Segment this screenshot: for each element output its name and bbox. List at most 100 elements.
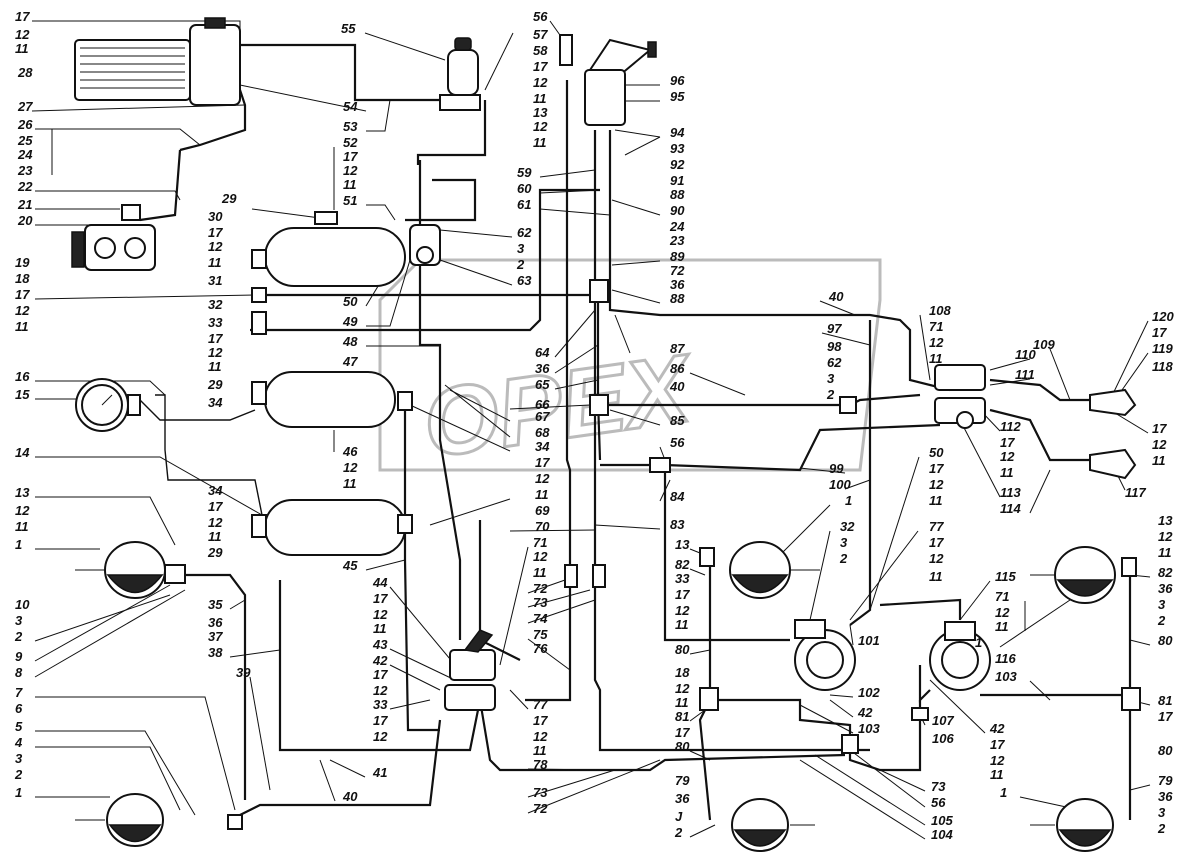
part-label: 87 <box>670 341 685 356</box>
part-label: 2 <box>839 551 848 566</box>
part-label: 13 <box>15 485 30 500</box>
part-label: 63 <box>517 273 532 288</box>
part-label: 109 <box>1033 337 1055 352</box>
part-label: 17 <box>533 713 548 728</box>
part-label: 13 <box>1158 513 1173 528</box>
part-label: 69 <box>535 503 550 518</box>
part-label: 11 <box>929 569 943 584</box>
part-label: 12 <box>208 345 223 360</box>
part-label: 19 <box>15 255 30 270</box>
part-label: 23 <box>669 233 685 248</box>
part-label: 61 <box>517 197 531 212</box>
part-label: 62 <box>827 355 842 370</box>
part-label: 80 <box>1158 633 1173 648</box>
part-label: 12 <box>533 119 548 134</box>
part-label: 12 <box>15 503 30 518</box>
part-label: 32 <box>208 297 223 312</box>
part-label: 55 <box>341 21 356 36</box>
part-label: 81 <box>675 709 689 724</box>
part-label: 2 <box>1157 613 1166 628</box>
part-label: 94 <box>670 125 685 140</box>
part-label: 98 <box>827 339 842 354</box>
moisture-separator-icon <box>439 37 481 111</box>
part-label: 11 <box>675 617 689 632</box>
part-label: 11 <box>15 519 29 534</box>
part-label: 11 <box>1152 453 1166 468</box>
part-label: 3 <box>15 613 23 628</box>
part-label: 3 <box>15 751 23 766</box>
part-label: 11 <box>533 743 547 758</box>
part-label: 17 <box>1152 325 1167 340</box>
part-label: 17 <box>1158 709 1173 724</box>
part-label: 85 <box>670 413 685 428</box>
part-label: 33 <box>208 315 223 330</box>
part-label: 111 <box>1015 367 1035 382</box>
part-label: 25 <box>17 133 33 148</box>
air-receiver-icon <box>264 227 406 556</box>
part-label: 11 <box>929 493 943 508</box>
part-label: 11 <box>675 695 689 710</box>
part-label: 48 <box>342 334 358 349</box>
part-label: 110 <box>1015 347 1036 362</box>
part-label: 12 <box>1152 437 1167 452</box>
part-label: 12 <box>533 729 548 744</box>
part-label: 75 <box>533 627 548 642</box>
part-label: 18 <box>15 271 30 286</box>
part-label: 37 <box>208 629 223 644</box>
part-label: 80 <box>675 739 690 754</box>
part-label: 29 <box>207 545 223 560</box>
part-label: 115 <box>995 569 1016 584</box>
part-label: 74 <box>533 611 548 626</box>
part-label: 96 <box>670 73 685 88</box>
part-label: 17 <box>343 149 358 164</box>
part-label: 66 <box>535 397 550 412</box>
part-label: 17 <box>1152 421 1167 436</box>
part-label: 112 <box>1000 419 1021 434</box>
part-label: 12 <box>208 515 223 530</box>
part-label: 34 <box>535 439 550 454</box>
part-label: 73 <box>931 779 946 794</box>
part-label: 82 <box>1158 565 1173 580</box>
part-label: 43 <box>372 637 388 652</box>
part-label: 100 <box>829 477 851 492</box>
part-label: 71 <box>929 319 943 334</box>
part-label: 4 <box>14 735 23 750</box>
part-label: 14 <box>15 445 30 460</box>
part-label: 11 <box>929 351 943 366</box>
part-label: 52 <box>343 135 358 150</box>
part-label: 11 <box>990 767 1004 782</box>
part-label: 17 <box>373 713 388 728</box>
part-label: 40 <box>342 789 358 804</box>
part-label: 97 <box>827 321 842 336</box>
part-label: 12 <box>15 27 30 42</box>
part-label: 120 <box>1152 309 1174 324</box>
part-label: 17 <box>373 591 388 606</box>
part-label: 12 <box>535 471 550 486</box>
part-label: 24 <box>17 147 33 162</box>
part-label: 12 <box>343 163 358 178</box>
part-label: 29 <box>207 377 223 392</box>
part-label: 2 <box>516 257 525 272</box>
part-label: 27 <box>17 99 33 114</box>
part-label: 7 <box>15 685 23 700</box>
part-label: 10 <box>15 597 30 612</box>
part-label: 77 <box>533 697 548 712</box>
trailer-valve-icon <box>934 364 986 429</box>
part-label: 17 <box>208 499 223 514</box>
part-label: 17 <box>15 9 30 24</box>
part-label: 73 <box>533 595 548 610</box>
part-label: 17 <box>675 587 690 602</box>
part-label: 9 <box>15 649 23 664</box>
part-label: 83 <box>670 517 685 532</box>
part-label: 11 <box>533 135 547 150</box>
part-label: 17 <box>535 455 550 470</box>
part-label: 13 <box>675 537 690 552</box>
part-label: 36 <box>670 277 685 292</box>
part-label: 58 <box>533 43 548 58</box>
part-label: 17 <box>533 59 548 74</box>
part-label: 12 <box>675 681 690 696</box>
part-label: 11 <box>1158 545 1172 560</box>
part-label: 11 <box>995 619 1009 634</box>
part-label: 105 <box>931 813 953 828</box>
part-label: 12 <box>208 239 223 254</box>
